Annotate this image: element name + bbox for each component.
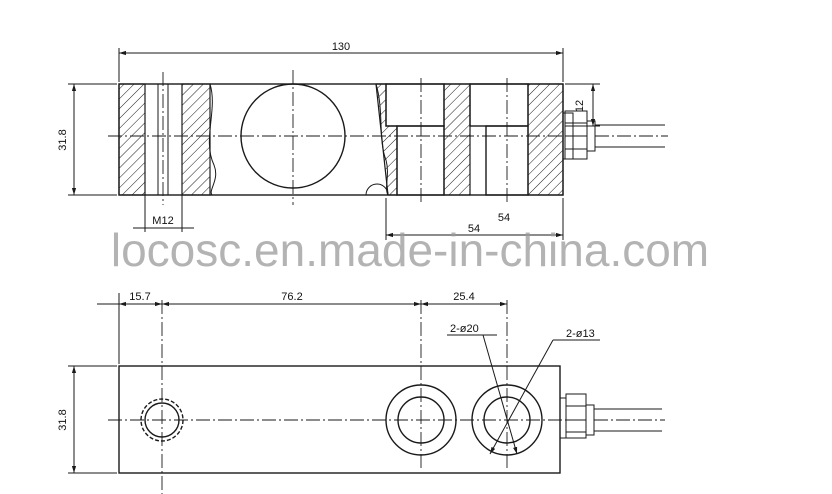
dim-54-b: 54 [498, 212, 510, 224]
watermark: locosc.en.made-in-china.com [111, 224, 709, 276]
top-hatch-left-a [118, 83, 146, 196]
dim-spacing: 76.2 [281, 291, 302, 303]
mount-hole-2-inner [483, 396, 531, 444]
mount-hole-2-outer [471, 384, 543, 456]
dim-height-top: 31.8 [57, 129, 69, 150]
cable-gland-bottom [559, 397, 567, 439]
top-hatch-right-b [443, 83, 471, 196]
thread-hole-inner [144, 402, 180, 438]
top-view: 130 31.8 12 M12 54 54 [57, 41, 668, 240]
thread-hole-outer [140, 398, 184, 442]
dim-54-a: 54 [468, 223, 480, 235]
leader-large-hole [482, 334, 518, 455]
leader-small-hole [489, 339, 554, 455]
mount-hole-1-inner [397, 396, 445, 444]
bottom-notch [365, 183, 389, 196]
dim-counterbore: 12 [574, 100, 586, 112]
dim-pitch: 25.4 [453, 291, 474, 303]
dim-thread: M12 [152, 215, 173, 227]
top-hatch-left-b [181, 83, 211, 196]
mount-hole-1-outer [385, 384, 457, 456]
dim-height-bottom: 31.8 [57, 409, 69, 430]
dim-offset: 15.7 [129, 291, 150, 303]
callout-small-hole: 2-ø13 [566, 328, 595, 340]
callout-large-hole: 2-ø20 [450, 323, 479, 335]
bottom-view: 2-ø20 2-ø13 15.7 76.2 25.4 31.8 [57, 291, 665, 494]
top-hatch-right-c [527, 83, 564, 196]
break-line-left [208, 83, 217, 196]
dim-length: 130 [332, 41, 350, 53]
bottom-body-outline [118, 365, 561, 474]
